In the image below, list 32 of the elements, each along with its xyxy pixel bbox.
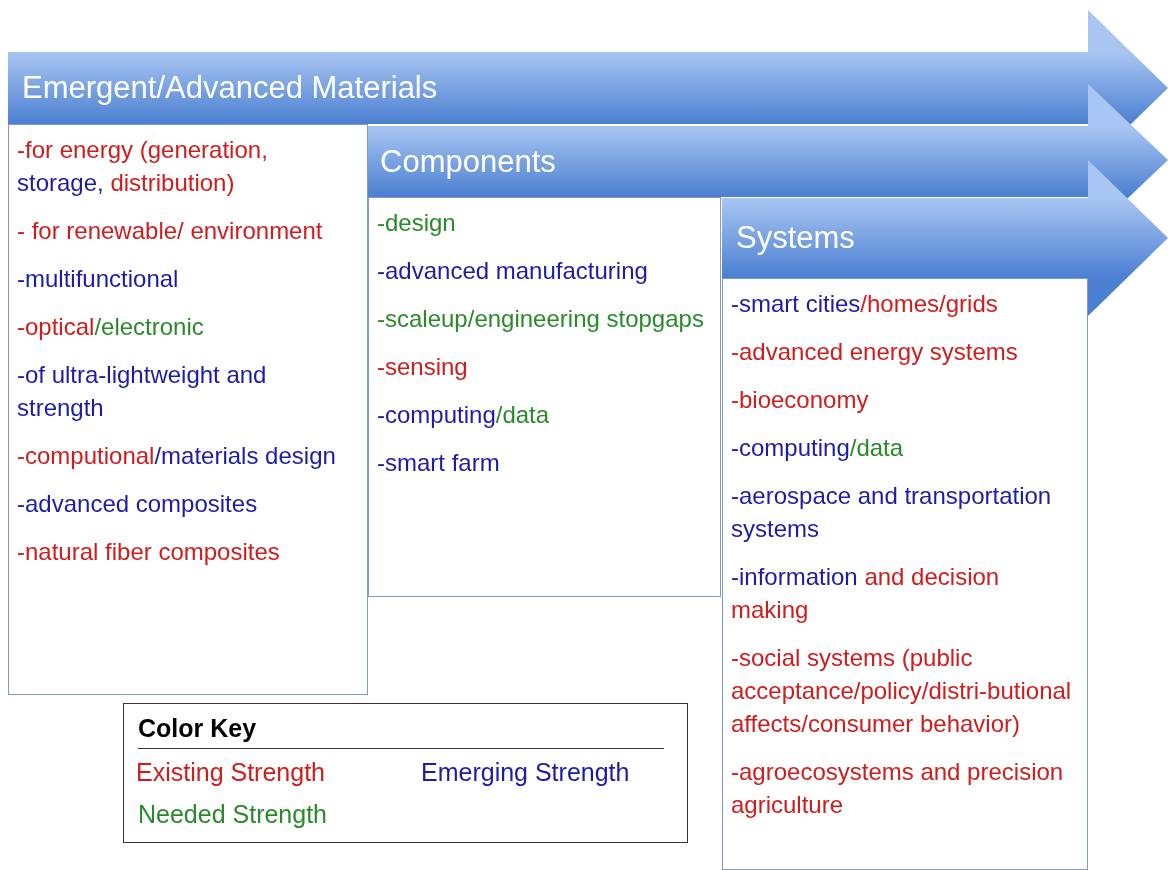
stage-heading: Components: [380, 143, 556, 180]
list-item: -computional/materials design: [17, 441, 337, 471]
list-item: -advanced manufacturing: [377, 256, 649, 286]
list-item: -scaleup/engineering stopgaps: [377, 304, 705, 334]
legend-title: Color Key: [138, 714, 257, 743]
list-item: -of ultra-lightweight and strength: [17, 360, 268, 423]
list-item: -natural fiber composites: [17, 537, 281, 567]
legend-entry: Emerging Strength: [421, 758, 630, 787]
list-item: -design: [377, 208, 457, 238]
list-item: - for renewable/ environment: [17, 216, 324, 246]
list-item: -optical/electronic: [17, 312, 205, 342]
list-panel: [368, 197, 721, 597]
stage-heading: Emergent/Advanced Materials: [22, 70, 438, 106]
list-item: -computing/data: [377, 400, 551, 430]
list-item: -advanced composites: [17, 489, 259, 519]
stage-heading: Systems: [736, 220, 855, 256]
legend-entry: Existing Strength: [136, 758, 325, 787]
list-item: -bioeconomy: [731, 385, 870, 415]
list-panel: [8, 124, 368, 695]
legend-entry: Needed Strength: [138, 800, 328, 829]
list-item: -for energy (generation, storage, distribution): [17, 135, 269, 198]
list-item: -aerospace and transportation systems: [731, 481, 1053, 544]
list-item: -advanced energy systems: [731, 337, 1019, 367]
list-item: -information and decision making: [731, 562, 1001, 625]
list-panel: [722, 278, 1088, 870]
list-item: -smart farm: [377, 448, 501, 478]
list-item: -multifunctional: [17, 264, 180, 294]
list-item: -social systems (public acceptance/policy/distri-butional affects/consumer behavior): [731, 643, 1073, 739]
list-item: -smart cities/homes/grids: [731, 289, 999, 319]
list-item: -sensing: [377, 352, 469, 382]
list-item: -agroecosystems and precision agriculture: [731, 757, 1065, 820]
list-item: -computing/data: [731, 433, 905, 463]
